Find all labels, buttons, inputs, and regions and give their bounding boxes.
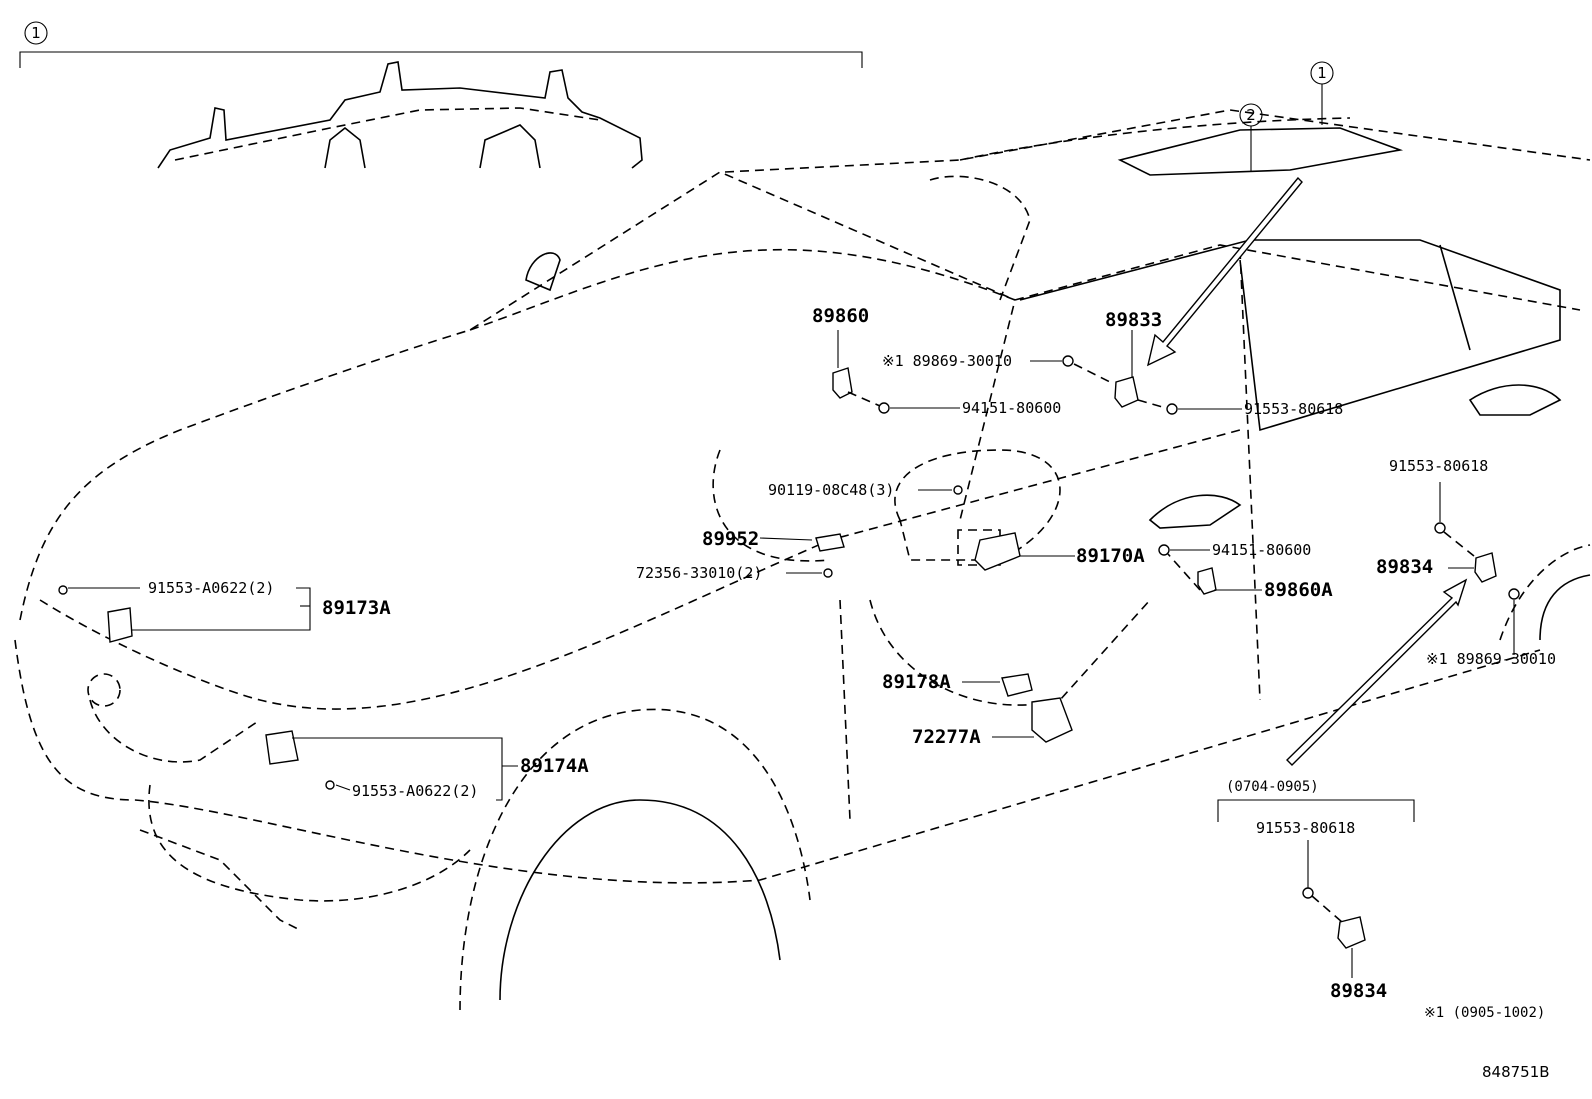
label-89170A: 89170A [1076,545,1145,567]
engine-coils [324,124,541,169]
part-89170A-outline [957,529,1001,566]
window-divider [1439,244,1471,351]
part-89833 [1114,376,1139,408]
callout-circle-1 [24,21,48,45]
engine-bracket [19,51,863,68]
lower-body-line [14,639,1541,884]
bolt-94151-b [1158,544,1170,556]
bolt-94151-a [878,402,890,414]
rear-door-handle [1468,384,1562,416]
leader-A0622-b [335,784,351,791]
label-94151-80600-b: 94151-80600 [1212,541,1311,559]
headrest [929,175,1031,301]
direction-arrow-rear [1286,578,1468,766]
leader-89173A [68,587,311,631]
bumper [148,784,471,902]
label-89834-a: 89834 [1376,556,1433,578]
label-89869-30010-b: ※1 89869-30010 [1426,650,1556,668]
part-89860 [832,367,853,399]
leaders [68,330,1515,978]
label-89834-b: 89834 [1330,980,1387,1002]
sunroof [1117,127,1404,176]
label-89860: 89860 [812,305,869,327]
label-89869-30010-a: ※1 89869-30010 [882,352,1012,370]
diagram-id: 848751B [1482,1063,1550,1081]
part-89834-a [1474,552,1497,583]
label-91553-80618-c: 91553-80618 [1256,819,1355,837]
bolt-A0622-a [58,585,68,595]
parts [58,355,1520,949]
part-labels: 89860 89833 ※1 89869-30010 94151-80600 9… [148,305,1556,1081]
label-range-0704-0905: (0704-0905) [1226,779,1319,795]
front-door-handle [1148,494,1242,529]
windshield-base [469,248,1016,521]
part-89173A [107,607,133,643]
rear-wheel-arch [1499,544,1591,641]
label-89860A: 89860A [1264,579,1333,601]
callout-1-text: 1 [31,24,41,42]
part-72277A [1031,697,1073,743]
label-91553-80618-a: 91553-80618 [1244,400,1343,418]
emblem [87,673,121,707]
label-89833: 89833 [1105,309,1162,331]
callout-1-roof-text: 1 [1317,64,1327,82]
dashed-assembly-links [847,363,1475,923]
label-89952: 89952 [702,528,759,550]
part-89834-b [1337,916,1366,949]
engine-dash [174,107,601,161]
steering-wheel [712,449,831,562]
bolt-91553-c [1302,887,1314,899]
hood-edge [19,171,1016,621]
part-89860A [1197,567,1217,595]
label-91553-A0622-a: 91553-A0622(2) [148,579,274,597]
part-89952 [815,533,845,552]
label-91553-80618-b: 91553-80618 [1389,457,1488,475]
front-wheel [499,799,781,1001]
part-89178A [1001,673,1033,697]
label-72356-33010: 72356-33010(2) [636,564,762,582]
beltline [39,429,1241,710]
label-89173A: 89173A [322,597,391,619]
label-91553-A0622-b: 91553-A0622(2) [352,782,478,800]
bolt-90119 [953,485,963,495]
front-wheel-arch [459,708,811,1011]
bolt-91553-a [1166,403,1178,415]
side-mirror [525,252,561,292]
direction-arrow-roof [1146,176,1303,367]
engine-outline [157,61,643,169]
label-89178A: 89178A [882,671,951,693]
door-pillars [839,249,1261,821]
callout-2-text: 2 [1246,106,1256,124]
roof-callouts: 1 2 [1146,61,1468,766]
clip-72356 [823,568,833,578]
label-72277A: 72277A [912,726,981,748]
label-90119-08C48: 90119-08C48(3) [768,481,894,499]
car-body [14,109,1591,1011]
leader-89952 [759,537,813,541]
leader-89174A [292,737,518,801]
part-89170A [974,532,1021,571]
bolt-91553-b [1434,522,1446,534]
seat-cushion [894,449,1061,561]
label-89174A: 89174A [520,755,589,777]
nut-89869-a [1062,355,1074,367]
engine-detail-group: 1 [19,21,863,169]
bracket-0704-0905 [1217,799,1415,822]
rear-wheel [1539,574,1591,641]
roof-line [724,109,1591,173]
headlamp [89,699,261,763]
label-94151-80600-a: 94151-80600 [962,399,1061,417]
nut-89869-b [1508,588,1520,600]
bolt-A0622-b [325,780,335,790]
window-top [1014,244,1581,311]
part-89174A [265,730,299,765]
fog-lamp [139,829,301,931]
roof-inner [959,117,1351,161]
label-note-1: ※1 (0905-1002) [1424,1005,1545,1021]
